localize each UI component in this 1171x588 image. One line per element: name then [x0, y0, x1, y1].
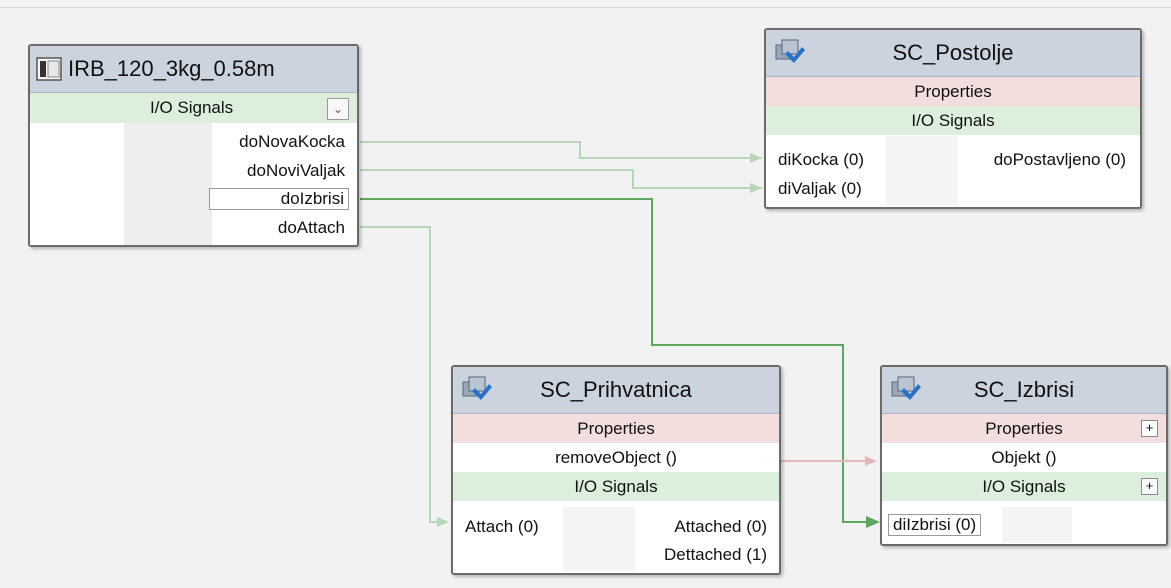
top-divider [0, 7, 1171, 8]
arrowhead [866, 516, 880, 528]
property-removeobject: removeObject () [555, 447, 677, 467]
robot-title: IRB_120_3kg_0.58m [68, 56, 275, 81]
sc-izbrisi-block[interactable]: SC_Izbrisi Properties + Objekt () I/O Si… [880, 365, 1168, 546]
signal-divaljak[interactable]: diValjak (0) [778, 179, 862, 198]
sc-prihvatnica-property-item[interactable]: removeObject () [453, 443, 779, 472]
signal-donovakocka[interactable]: doNovaKocka [239, 132, 345, 151]
signal-attached[interactable]: Attached (0) [674, 517, 767, 536]
properties-label: Properties [985, 418, 1063, 438]
smart-component-icon [461, 374, 495, 410]
sc-prihvatnica-properties-row[interactable]: Properties [453, 414, 779, 443]
expand-properties-button[interactable]: + [1141, 420, 1158, 437]
sc-izbrisi-signal-area [1002, 507, 1072, 543]
robot-controller-icon [36, 56, 64, 82]
sc-izbrisi-header[interactable]: SC_Izbrisi [882, 367, 1166, 414]
expand-io-button[interactable]: + [1141, 478, 1158, 495]
smart-component-icon [890, 374, 924, 410]
robot-header[interactable]: IRB_120_3kg_0.58m [30, 46, 357, 93]
sc-postolje-io-row[interactable]: I/O Signals [766, 106, 1140, 135]
sc-postolje-header[interactable]: SC_Postolje [766, 30, 1140, 77]
io-signals-label: I/O Signals [982, 476, 1066, 496]
robot-io-signals-row[interactable]: I/O Signals ⌄ [30, 93, 357, 123]
robot-block[interactable]: IRB_120_3kg_0.58m I/O Signals ⌄ doNovaKo… [28, 44, 359, 247]
sc-postolje-mid-column [886, 136, 958, 205]
sc-prihvatnica-header[interactable]: SC_Prihvatnica [453, 367, 779, 414]
robot-io-label: I/O Signals [150, 98, 234, 117]
robot-signal-column [124, 123, 212, 245]
sc-prihvatnica-block[interactable]: SC_Prihvatnica Properties removeObject (… [451, 365, 781, 575]
sc-postolje-title: SC_Postolje [892, 40, 1014, 65]
properties-label: Properties [914, 81, 992, 101]
io-signals-label: I/O Signals [911, 110, 995, 130]
property-objekt: Objekt () [991, 447, 1057, 467]
signal-doizbrisi[interactable]: doIzbrisi [209, 188, 349, 210]
smart-component-icon [774, 37, 808, 73]
arrowhead [750, 153, 762, 163]
signal-dettached[interactable]: Dettached (1) [664, 545, 767, 564]
sc-postolje-properties-row[interactable]: Properties [766, 77, 1140, 106]
wire-doattach-attach [360, 226, 447, 523]
chevron-down-icon[interactable]: ⌄ [327, 98, 349, 120]
io-signals-label: I/O Signals [574, 476, 658, 496]
sc-izbrisi-properties-row[interactable]: Properties + [882, 414, 1166, 443]
arrowhead [865, 456, 877, 466]
robot-input-area [30, 123, 124, 245]
sc-prihvatnica-io-row[interactable]: I/O Signals [453, 472, 779, 501]
signal-dopostavljeno[interactable]: doPostavljeno (0) [993, 150, 1126, 169]
wire-donovivaljak-divaljak [360, 169, 762, 189]
sc-izbrisi-property-item[interactable]: Objekt () [882, 443, 1166, 472]
sc-izbrisi-io-row[interactable]: I/O Signals + [882, 472, 1166, 501]
signal-donovivaljak[interactable]: doNoviValjak [247, 161, 345, 180]
arrowhead [437, 517, 449, 527]
wire-donovakocka-dikocka [360, 141, 762, 159]
sc-izbrisi-title: SC_Izbrisi [973, 377, 1075, 402]
properties-label: Properties [577, 418, 655, 438]
signal-doattach[interactable]: doAttach [277, 218, 345, 237]
sc-prihvatnica-title: SC_Prihvatnica [540, 377, 692, 402]
signal-diizbrisi[interactable]: diIzbrisi (0) [888, 514, 982, 536]
sc-prihvatnica-mid-column [563, 507, 635, 571]
arrowhead [750, 183, 762, 193]
sc-postolje-block[interactable]: SC_Postolje Properties I/O Signals diKoc… [764, 28, 1142, 209]
signal-dikocka[interactable]: diKocka (0) [778, 150, 864, 169]
wire-doizbrisi-diizbrisi [360, 198, 878, 523]
signal-attach[interactable]: Attach (0) [465, 517, 539, 536]
